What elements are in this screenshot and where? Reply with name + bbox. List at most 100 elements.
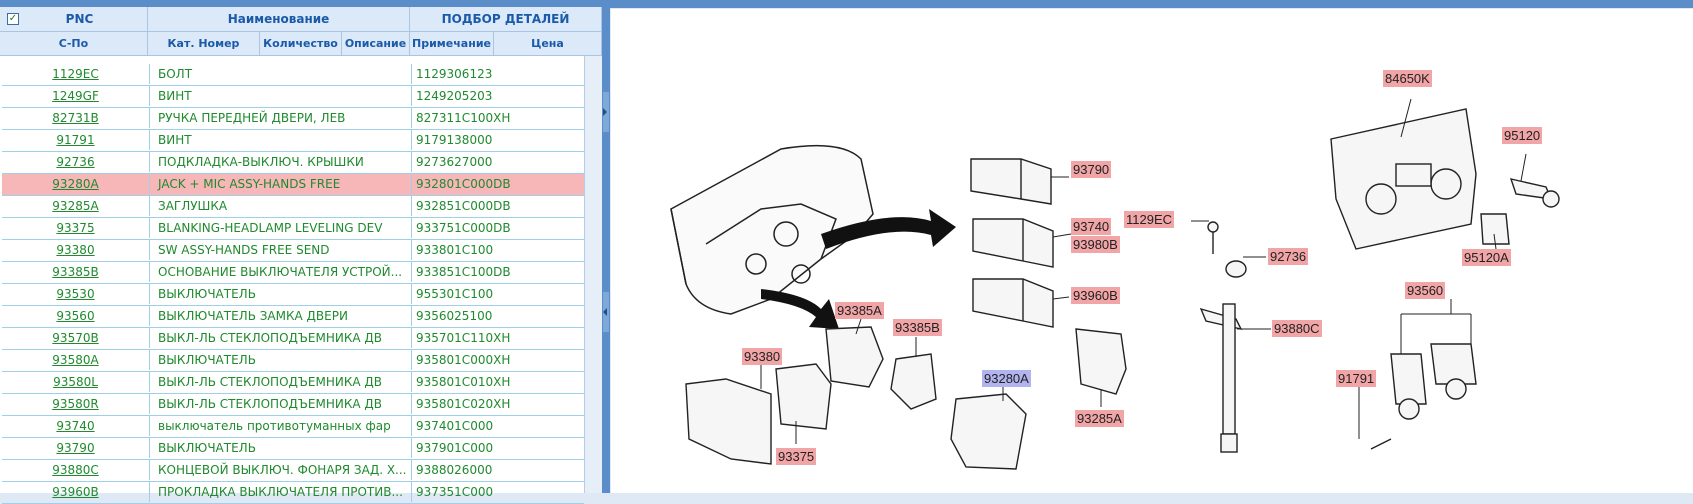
header-price[interactable]: Цена [494,32,602,56]
row-name: РУЧКА ПЕРЕДНЕЙ ДВЕРИ, ЛЕВ [150,108,412,128]
row-name: ПОДКЛАДКА-ВЫКЛЮЧ. КРЫШКИ [150,152,412,172]
callout-93385B[interactable]: 93385B [893,319,942,336]
callout-93280A[interactable]: 93280A [982,370,1031,387]
header-quantity[interactable]: Количество [260,32,342,56]
callout-93880C[interactable]: 93880C [1272,320,1322,337]
row-pnc-link[interactable]: 93280A [2,174,150,194]
callout-93980B[interactable]: 93980B [1071,236,1120,253]
row-part-number: 932801C000DB [416,177,511,191]
row-pnc-link[interactable]: 93740 [2,416,150,436]
row-pnc-link[interactable]: 1129EC [2,64,150,84]
row-part-number: 9388026000 [416,463,493,477]
row-pnc-link[interactable]: 93580A [2,350,150,370]
row-pnc-link[interactable]: 93385B [2,262,150,282]
row-pnc-link[interactable]: 93580L [2,372,150,392]
callout-1129EC[interactable]: 1129EC [1124,211,1175,228]
row-pnc-link[interactable]: 82731B [2,108,150,128]
header-name[interactable]: Наименование [148,7,410,32]
row-part-number: 937351C000 [416,485,494,499]
row-name: SW ASSY-HANDS FREE SEND [150,240,412,260]
row-part-number: 9356025100 [416,309,493,323]
callout-93960B[interactable]: 93960B [1071,287,1120,304]
row-pnc-link[interactable]: 93560 [2,306,150,326]
header-pnc-label: PNC [65,12,94,26]
parts-diagram: 84650K 95120 95120A 93790 93740 93980B 1… [611,9,1693,493]
row-part-number: 9273627000 [416,155,493,169]
callout-93380[interactable]: 93380 [742,348,783,365]
row-name: JACK + MIC ASSY-HANDS FREE [150,174,412,194]
header-pnc[interactable]: ✓ PNC [0,7,148,32]
row-part-number: 935801C020XH [416,397,511,411]
row-part-number: 935801C010XH [416,375,511,389]
callout-91791[interactable]: 91791 [1336,370,1377,387]
header-cat-number[interactable]: Кат. Номер [148,32,260,56]
row-name: ВЫКЛЮЧАТЕЛЬ [150,284,412,304]
splitter-arrow-right-icon[interactable] [603,108,607,116]
header-description[interactable]: Описание [342,32,410,56]
callout-95120[interactable]: 95120 [1502,127,1543,144]
row-pnc-link[interactable]: 92736 [2,152,150,172]
callout-95120A[interactable]: 95120A [1462,249,1511,266]
row-pnc-link[interactable]: 93285A [2,196,150,216]
row-name: BLANKING-HEADLAMP LEVELING DEV [150,218,412,238]
select-all-checkbox[interactable]: ✓ [7,13,19,25]
row-part-number: 933851C100DB [416,265,511,279]
row-pnc-link[interactable]: 93960B [2,482,150,502]
callout-92736[interactable]: 92736 [1268,248,1309,265]
table-scrollbar[interactable] [584,56,603,493]
callout-93285A[interactable]: 93285A [1075,410,1124,427]
row-name: ВЫКЛ-ЛЬ СТЕКЛОПОДЪЕМНИКА ДВ [150,328,412,348]
row-pnc-link[interactable]: 93880C [2,460,150,480]
callout-93375[interactable]: 93375 [776,448,817,465]
row-name: ВЫКЛЮЧАТЕЛЬ [150,438,412,458]
header-spo[interactable]: С-По [0,32,148,56]
callout-93740[interactable]: 93740 [1071,218,1112,235]
row-pnc-link[interactable]: 1249GF [2,86,150,106]
row-name: ВЫКЛ-ЛЬ СТЕКЛОПОДЪЕМНИКА ДВ [150,394,412,414]
row-pnc-link[interactable]: 93790 [2,438,150,458]
row-pnc-link[interactable]: 93375 [2,218,150,238]
row-pnc-link[interactable]: 93580R [2,394,150,414]
row-pnc-link[interactable]: 91791 [2,130,150,150]
row-name: ОСНОВАНИЕ ВЫКЛЮЧАТЕЛЯ УСТРОЙ... [150,262,412,282]
row-part-number: 1249205203 [416,89,493,103]
row-part-number: 937901C000 [416,441,494,455]
row-part-number: 935801C000XH [416,353,511,367]
callout-93385A[interactable]: 93385A [835,302,884,319]
row-part-number: 933801C100 [416,243,494,257]
callout-93790[interactable]: 93790 [1071,161,1112,178]
row-pnc-link[interactable]: 93380 [2,240,150,260]
parts-table-panel: ✓ PNC Наименование ПОДБОР ДЕТАЛЕЙ С-По К… [0,7,603,504]
row-part-number: 933751C000DB [416,221,511,235]
callout-84650K[interactable]: 84650K [1383,70,1432,87]
callout-93560[interactable]: 93560 [1405,282,1446,299]
row-name: БОЛТ [150,64,412,84]
row-pnc-link[interactable]: 93530 [2,284,150,304]
panel-splitter[interactable] [602,7,610,493]
row-pnc-link[interactable]: 93570B [2,328,150,348]
header-note[interactable]: Примечание [410,32,494,56]
header-parts-selection[interactable]: ПОДБОР ДЕТАЛЕЙ [410,7,602,32]
row-part-number: 935701C110XH [416,331,511,345]
splitter-arrow-left-icon[interactable] [603,308,607,316]
